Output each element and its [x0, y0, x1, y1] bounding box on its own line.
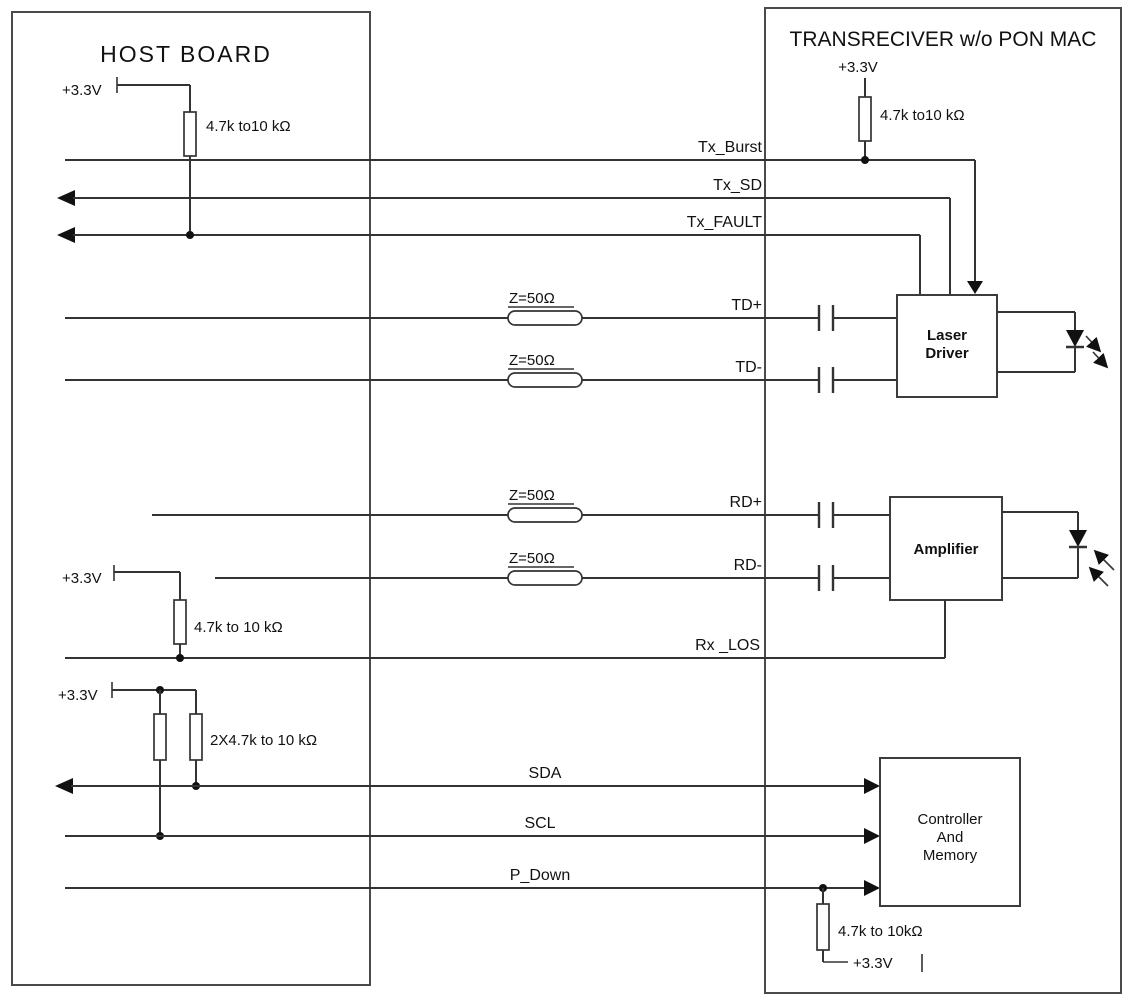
impedance-label: Z=50Ω — [509, 290, 555, 307]
resistor-label: 2X4.7k to 10 kΩ — [210, 732, 317, 749]
resistor-symbol — [816, 903, 830, 951]
scl-arrow-right-icon — [864, 828, 880, 844]
junction-dot — [176, 654, 184, 662]
controller-label-2: And — [937, 829, 964, 846]
sda-label: SDA — [529, 765, 562, 782]
resistor-label: 4.7k to10 kΩ — [880, 107, 965, 124]
supply-label: +3.3V — [62, 82, 102, 99]
signal-p-down: P_Down — [65, 867, 880, 896]
controller-block: Controller And Memory — [879, 757, 1021, 907]
resistor-symbol — [183, 111, 197, 157]
tx-burst-arrow-down-icon — [967, 281, 983, 294]
controller-label-1: Controller — [917, 811, 982, 828]
signal-rx-los: Rx _LOS — [65, 600, 946, 659]
tx-burst-label: Tx_Burst — [698, 139, 763, 156]
impedance-symbol — [507, 570, 583, 586]
td-minus-label: TD- — [735, 359, 762, 376]
scl-label: SCL — [524, 815, 555, 832]
signal-td-plus: Z=50Ω TD+ — [65, 290, 897, 331]
signal-td-minus: Z=50Ω TD- — [65, 352, 897, 393]
photodiode-symbol — [1002, 511, 1115, 587]
impedance-symbol — [507, 372, 583, 388]
impedance-symbol — [507, 507, 583, 523]
supply-label: +3.3V — [62, 570, 102, 587]
laser-driver-box — [896, 294, 998, 398]
resistor-symbol — [173, 599, 187, 645]
amplifier-label: Amplifier — [913, 541, 978, 558]
tx-fault-label: Tx_FAULT — [687, 214, 763, 231]
resistor-symbol — [858, 96, 872, 142]
junction-dot — [186, 231, 194, 239]
signal-sda: SDA — [55, 765, 880, 794]
junction-dot — [861, 156, 869, 164]
host-pullup-i2c: +3.3V 2X4.7k to 10 kΩ — [58, 682, 317, 840]
controller-box — [879, 757, 1021, 907]
resistor-label: 4.7k to10 kΩ — [206, 118, 291, 135]
laser-driver-block: Laser Driver — [896, 294, 998, 398]
photodiode-triangle-icon — [1069, 530, 1087, 547]
laser-diode-triangle-icon — [1066, 330, 1084, 347]
transceiver-title: TRANSRECIVER w/o PON MAC — [790, 28, 1097, 51]
host-board-title: HOST BOARD — [100, 41, 272, 67]
host-pullup-rxlos: +3.3V 4.7k to 10 kΩ — [62, 565, 283, 662]
td-plus-label: TD+ — [731, 297, 762, 314]
light-emit-arrow-icon — [1092, 351, 1109, 369]
impedance-symbol — [507, 310, 583, 326]
supply-label: +3.3V — [853, 955, 893, 972]
laser-driver-label-1: Laser — [927, 327, 967, 344]
rx-los-label: Rx _LOS — [695, 637, 760, 654]
amplifier-block: Amplifier — [889, 496, 1003, 601]
resistor-symbol — [153, 713, 167, 761]
tx-sd-label: Tx_SD — [713, 177, 762, 194]
laser-driver-label-2: Driver — [925, 345, 969, 362]
impedance-label: Z=50Ω — [509, 550, 555, 567]
amplifier-box — [889, 496, 1003, 601]
tx-fault-arrow-left-icon — [57, 227, 75, 243]
sda-arrow-right-icon — [864, 778, 880, 794]
host-board-outline — [11, 11, 371, 986]
resistor-label: 4.7k to 10 kΩ — [194, 619, 283, 636]
supply-label: +3.3V — [838, 59, 878, 76]
transceiver-pullup-top: +3.3V 4.7k to10 kΩ — [838, 59, 965, 164]
signal-tx-fault: Tx_FAULT — [57, 214, 921, 295]
p-down-arrow-right-icon — [864, 880, 880, 896]
tx-sd-arrow-left-icon — [57, 190, 75, 206]
signal-tx-sd: Tx_SD — [57, 177, 951, 295]
light-in-arrow-icon — [1093, 549, 1115, 571]
host-pullup-top: +3.3V 4.7k to10 kΩ — [62, 77, 291, 239]
rd-minus-label: RD- — [734, 557, 762, 574]
signal-rd-plus: Z=50Ω RD+ — [152, 487, 890, 528]
p-down-label: P_Down — [510, 867, 570, 884]
sda-arrow-left-icon — [55, 778, 73, 794]
signal-scl: SCL — [65, 815, 880, 844]
supply-label: +3.3V — [58, 687, 98, 704]
impedance-label: Z=50Ω — [509, 352, 555, 369]
rd-plus-label: RD+ — [730, 494, 762, 511]
transceiver-pulldown-pdown: +3.3V 4.7k to 10kΩ — [816, 884, 923, 972]
signal-tx-burst: Tx_Burst — [65, 139, 983, 294]
laser-diode-symbol — [997, 311, 1109, 373]
impedance-label: Z=50Ω — [509, 487, 555, 504]
light-emit-arrow-icon — [1085, 335, 1102, 353]
resistor-symbol — [189, 713, 203, 761]
signal-rd-minus: Z=50Ω RD- — [215, 550, 890, 591]
resistor-label: 4.7k to 10kΩ — [838, 923, 923, 940]
transceiver-outline — [764, 7, 1122, 994]
controller-label-3: Memory — [923, 847, 978, 864]
light-in-arrow-icon — [1088, 566, 1109, 587]
